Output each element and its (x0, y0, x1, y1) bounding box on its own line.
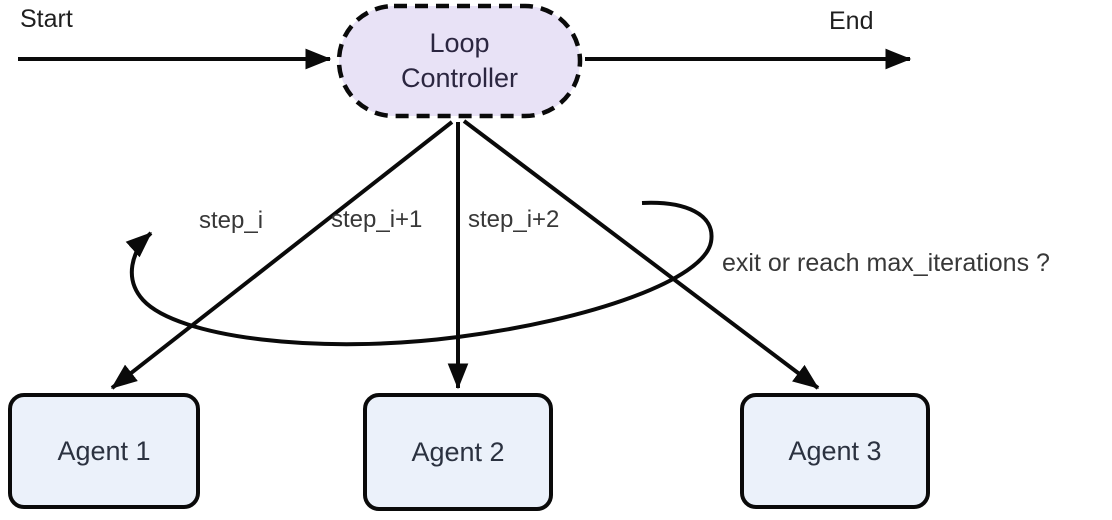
end-label: End (829, 7, 874, 35)
edge-label-step-i: step_i (199, 207, 264, 234)
loop-condition-label: exit or reach max_iterations ? (722, 249, 1050, 277)
edge-to-agent-3 (462, 119, 820, 390)
edge-label-step-i-plus-1: step_i+1 (331, 206, 423, 233)
agent-2-node: Agent 2 (363, 393, 553, 511)
loop-controller-node: Loop Controller (339, 6, 580, 116)
agent-2-label: Agent 2 (411, 436, 505, 467)
agent-3-node: Agent 3 (740, 393, 930, 509)
agent-1-label: Agent 1 (57, 435, 151, 466)
loop-back-arrow (125, 200, 714, 347)
loop-controller-outline (336, 3, 583, 119)
agent-1-node: Agent 1 (8, 393, 200, 509)
edge-label-step-i-plus-2: step_i+2 (468, 206, 560, 233)
loop-controller-label: Loop Controller (400, 27, 519, 93)
start-label: Start (20, 5, 73, 33)
edge-to-agent-1 (110, 120, 454, 390)
agent-3-label: Agent 3 (788, 435, 882, 466)
